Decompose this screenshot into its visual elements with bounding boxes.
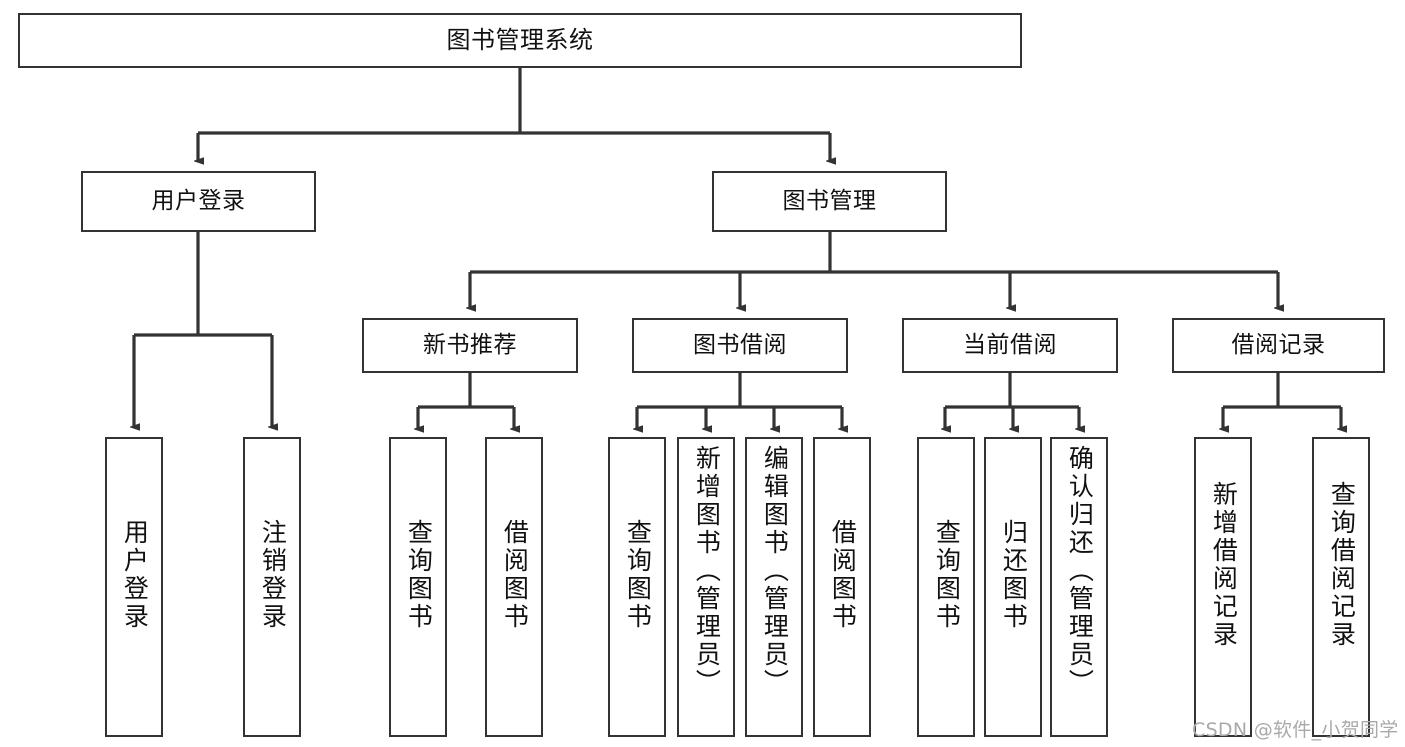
leaf-borrow-book-borrow[interactable]: 借阅图书 (813, 437, 871, 737)
node-current-borrow[interactable]: 当前借阅 (902, 318, 1118, 373)
node-borrow-record[interactable]: 借阅记录 (1172, 318, 1385, 373)
node-label: 查询图书 (932, 519, 962, 631)
leaf-logout[interactable]: 注销登录 (243, 437, 301, 737)
leaf-borrow-book-new-recommend[interactable]: 借阅图书 (485, 437, 543, 737)
node-label: 注销登录 (258, 519, 288, 631)
leaf-query-book-new-recommend[interactable]: 查询图书 (389, 437, 447, 737)
node-new-book-recommend[interactable]: 新书推荐 (362, 318, 578, 373)
leaf-edit-book-admin[interactable]: 编辑图书（管理员） (745, 437, 803, 737)
leaf-return-book[interactable]: 归还图书 (984, 437, 1042, 737)
node-label: 归还图书 (999, 519, 1029, 631)
leaf-query-book-current[interactable]: 查询图书 (917, 437, 975, 737)
node-label: 查询图书 (404, 519, 434, 631)
leaf-add-book-admin[interactable]: 新增图书（管理员） (677, 437, 735, 737)
leaf-user-login[interactable]: 用户登录 (105, 437, 163, 737)
node-label: 新书推荐 (423, 331, 517, 358)
leaf-confirm-return-admin[interactable]: 确认归还（管理员） (1050, 437, 1108, 737)
leaf-add-borrow-record[interactable]: 新增借阅记录 (1194, 437, 1252, 737)
node-label: 借阅记录 (1231, 331, 1326, 358)
node-user-login[interactable]: 用户登录 (81, 171, 316, 232)
node-label: 查询图书 (623, 519, 653, 631)
node-label: 用户登录 (151, 187, 246, 214)
node-label: 图书借阅 (693, 331, 787, 358)
leaf-query-borrow-record[interactable]: 查询借阅记录 (1312, 437, 1370, 737)
node-label: 借阅图书 (500, 519, 530, 631)
node-book-management[interactable]: 图书管理 (712, 171, 947, 232)
node-label: 用户登录 (120, 519, 150, 631)
node-label: 借阅图书 (828, 519, 858, 631)
node-label: 当前借阅 (963, 331, 1057, 358)
node-label: 新增图书（管理员） (692, 445, 722, 697)
watermark: CSDN @软件_小贺同学 (1192, 719, 1399, 741)
node-label: 确认归还（管理员） (1065, 445, 1095, 697)
node-book-borrow[interactable]: 图书借阅 (632, 318, 848, 373)
node-root-book-management-system[interactable]: 图书管理系统 (18, 13, 1022, 68)
node-label: 编辑图书（管理员） (760, 445, 790, 697)
node-label: 查询借阅记录 (1327, 481, 1357, 649)
node-label: 图书管理系统 (446, 26, 594, 55)
leaf-query-book-borrow[interactable]: 查询图书 (608, 437, 666, 737)
node-label: 新增借阅记录 (1209, 481, 1239, 649)
node-label: 图书管理 (782, 187, 877, 214)
